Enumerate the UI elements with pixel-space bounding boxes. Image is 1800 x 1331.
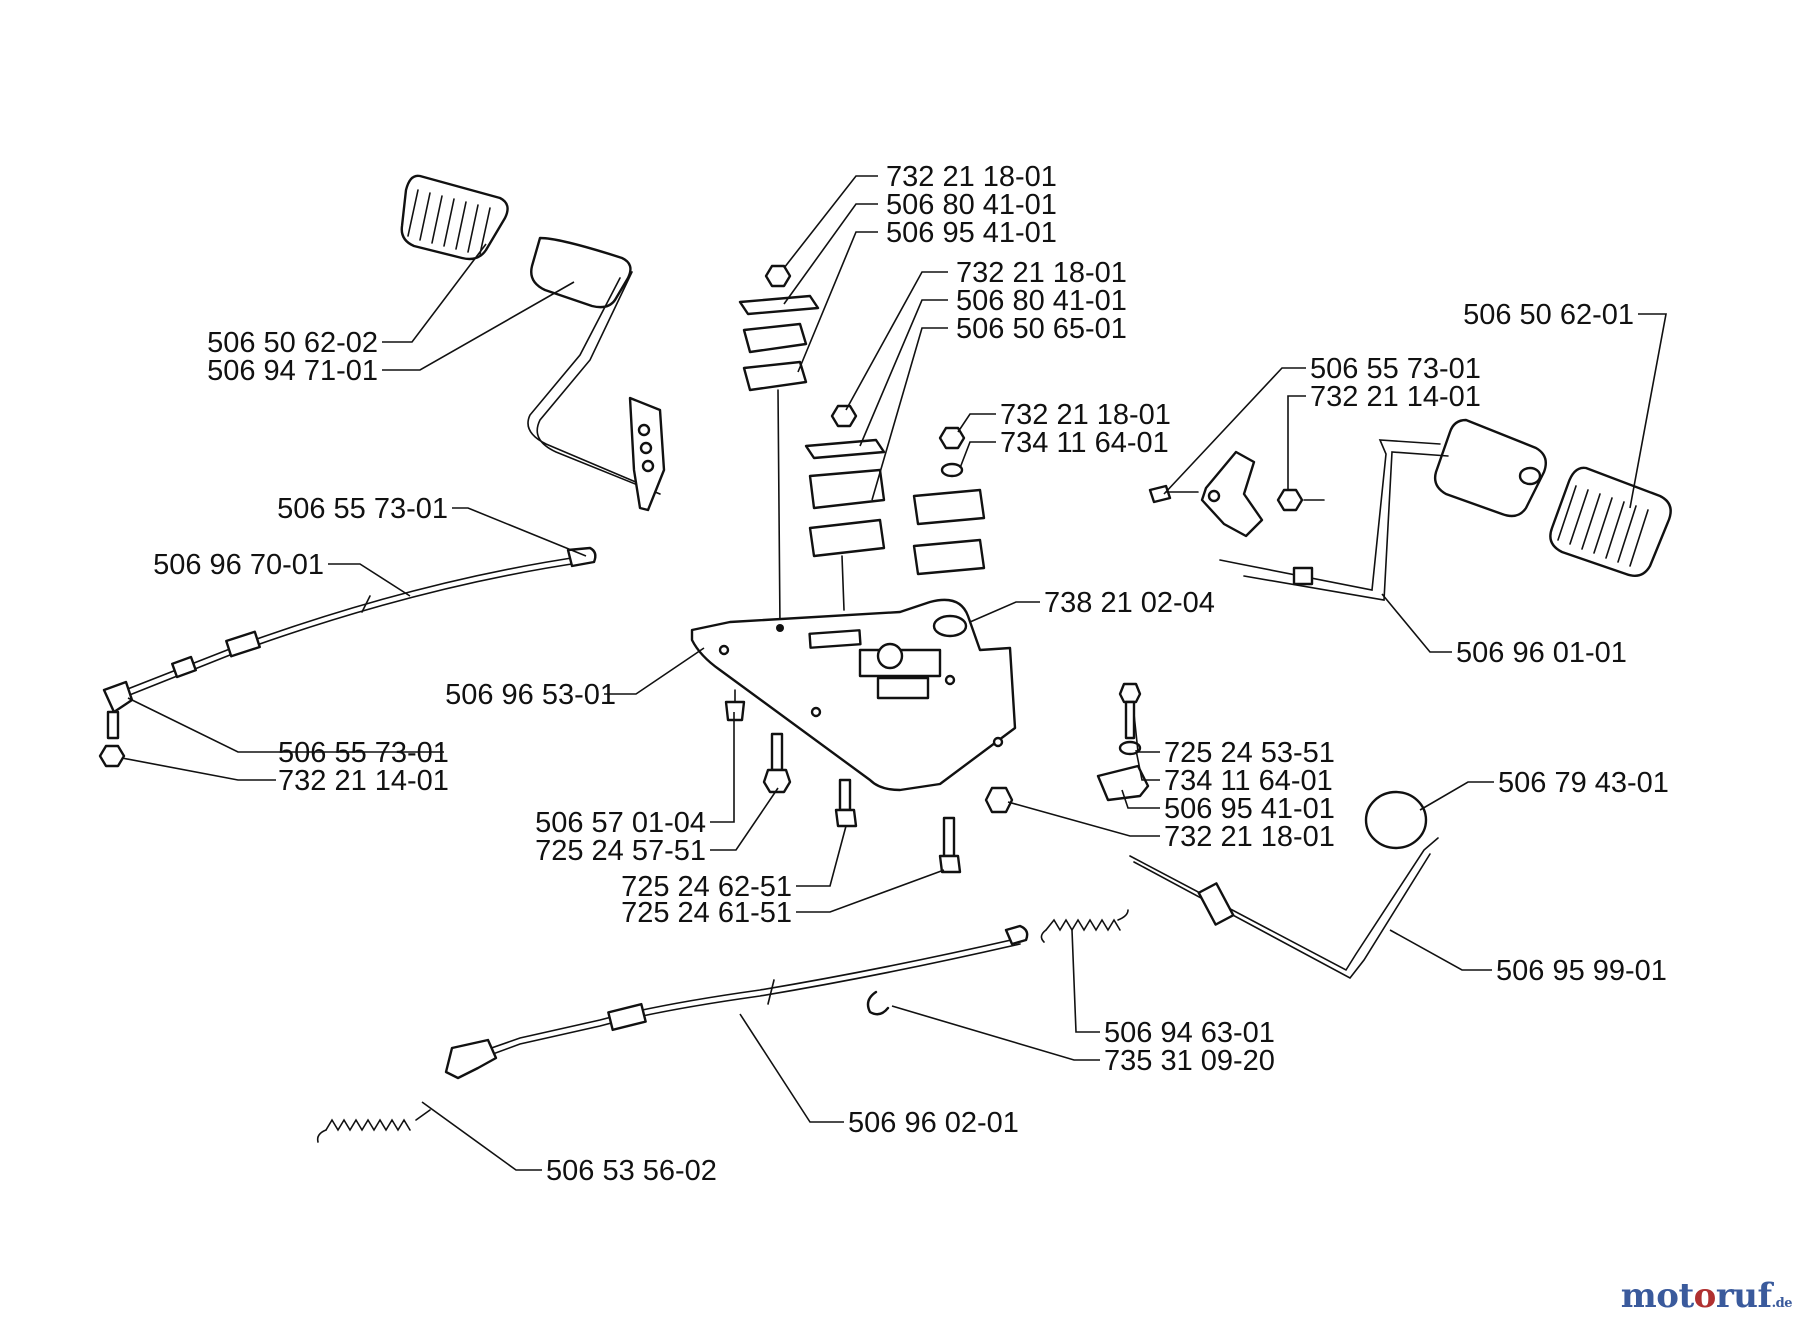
label-screw-a: 725 24 57-51 [535, 835, 706, 867]
left-pedal-pad [400, 174, 509, 261]
left-pedal [527, 236, 666, 512]
bracket-plate [690, 598, 1017, 792]
label-bracket-plate: 506 96 53-01 [445, 679, 616, 711]
label-right-stack-washer: 734 11 64-01 [1000, 427, 1169, 459]
label-left-cable-clip: 506 55 73-01 [277, 493, 448, 525]
right-pedal-pad [1549, 466, 1672, 577]
label-upper-stack-nut: 732 21 18-01 [886, 161, 1057, 193]
label-upper-stack-plate: 506 80 41-01 [886, 189, 1057, 221]
label-lower-left-nut: 732 21 14-01 [278, 765, 449, 797]
label-right-nut: 732 21 14-01 [1310, 381, 1481, 413]
label-left-pedal: 506 94 71-01 [207, 355, 378, 387]
label-screw-c: 725 24 61-51 [621, 897, 792, 929]
circlip [866, 990, 890, 1016]
label-right-washer: 734 11 64-01 [1164, 765, 1333, 797]
leader-lines [121, 175, 1667, 1171]
lower-left-nut [98, 744, 126, 768]
label-upper-stack-block: 506 95 41-01 [886, 217, 1057, 249]
label-bolt-left: 506 57 01-04 [535, 807, 706, 839]
label-right-pedal: 506 96 01-01 [1456, 637, 1627, 669]
label-mid-stack-nut: 732 21 18-01 [956, 257, 1127, 289]
mid-stack [804, 404, 886, 611]
label-circlip: 735 31 09-20 [1104, 1045, 1275, 1077]
part-labels: 732 21 18-01 506 80 41-01 506 95 41-01 7… [153, 161, 1669, 1187]
label-long-spring: 506 53 56-02 [546, 1155, 717, 1187]
right-pedal [1219, 418, 1547, 601]
lower-cable [444, 924, 1029, 1080]
label-spring: 506 94 63-01 [1104, 1017, 1275, 1049]
watermark-logo: motoruf.de [1620, 1276, 1793, 1316]
label-mid-stack-plate: 506 80 41-01 [956, 285, 1127, 317]
right-stack [912, 426, 986, 576]
label-right-lower-nut: 732 21 18-01 [1164, 821, 1335, 853]
label-right-pad: 506 50 62-01 [1463, 299, 1634, 331]
label-mid-stack-block: 506 50 65-01 [956, 313, 1127, 345]
label-right-stack-nut: 732 21 18-01 [1000, 399, 1171, 431]
label-shift-rod: 506 95 99-01 [1496, 955, 1667, 987]
label-right-screw: 725 24 53-51 [1164, 737, 1335, 769]
label-lower-left-clip: 506 55 73-01 [278, 737, 449, 769]
label-pivot: 738 21 02-04 [1044, 587, 1215, 619]
shift-rod [1129, 790, 1439, 980]
upper-stack [738, 264, 820, 629]
label-knob: 506 79 43-01 [1498, 767, 1669, 799]
spring-small [1040, 909, 1129, 943]
bolts-under-plate [724, 689, 962, 874]
label-right-block: 506 95 41-01 [1164, 793, 1335, 825]
label-left-pad: 506 50 62-02 [207, 327, 378, 359]
spring-long [316, 1109, 431, 1143]
label-screw-b: 725 24 62-51 [621, 871, 792, 903]
upper-cable [102, 546, 597, 740]
label-lower-cable: 506 96 02-01 [848, 1107, 1019, 1139]
label-right-clip: 506 55 73-01 [1310, 353, 1481, 385]
right-screw-assembly [984, 682, 1150, 814]
label-upper-cable: 506 96 70-01 [153, 549, 324, 581]
right-linkage [1148, 450, 1325, 586]
